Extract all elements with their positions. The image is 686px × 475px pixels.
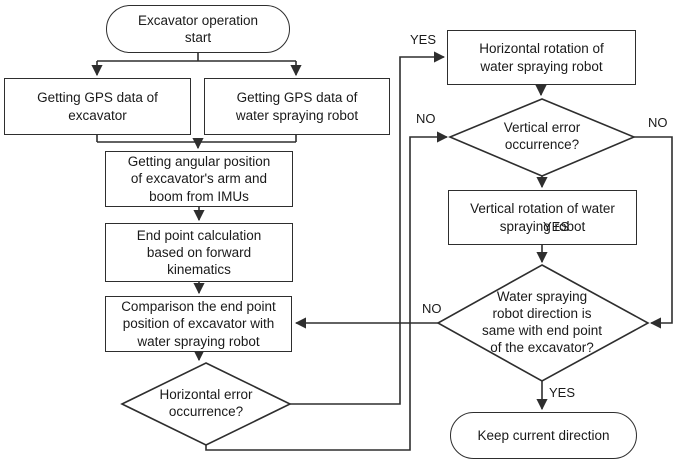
diamond-direction-same [436, 264, 650, 382]
edge-vertical-error-no [634, 136, 673, 329]
process-imu-angles: Getting angular position of excavator's … [105, 151, 293, 207]
label-yes-vertical-error-overlap: YES [543, 219, 570, 234]
label-no-horizontal-error: NO [416, 111, 436, 126]
process-horizontal-rotation: Horizontal rotation of water spraying ro… [447, 30, 636, 85]
edge-horizontal-error-yes [290, 51, 446, 405]
process-endpoint-calculation: End point calculation based on forward k… [105, 223, 293, 282]
decision-vertical-error-label: Vertical error occurrence? [503, 120, 581, 152]
label-yes-horizontal-error: YES [410, 32, 437, 47]
decision-horizontal-error-label: Horizontal error occurrence? [159, 387, 253, 419]
process-comparison: Comparison the end point position of exc… [105, 296, 292, 352]
terminal-keep-direction: Keep current direction [450, 412, 637, 459]
label-no-direction-same: NO [422, 301, 442, 316]
diamond-horizontal-error [120, 362, 292, 446]
diamond-vertical-error [447, 98, 637, 177]
process-gps-robot: Getting GPS data of water spraying robot [204, 78, 390, 135]
edge-horizontal-error-no [205, 131, 449, 451]
process-gps-excavator: Getting GPS data of excavator [4, 78, 191, 135]
process-vertical-rotation: Vertical rotation of water spraying robo… [448, 190, 637, 245]
label-yes-direction-same: YES [549, 385, 576, 400]
label-no-vertical-error: NO [648, 115, 668, 130]
decision-direction-same-label: Water spraying robot direction is same w… [481, 289, 603, 355]
terminal-start: Excavator operation start [106, 5, 290, 53]
